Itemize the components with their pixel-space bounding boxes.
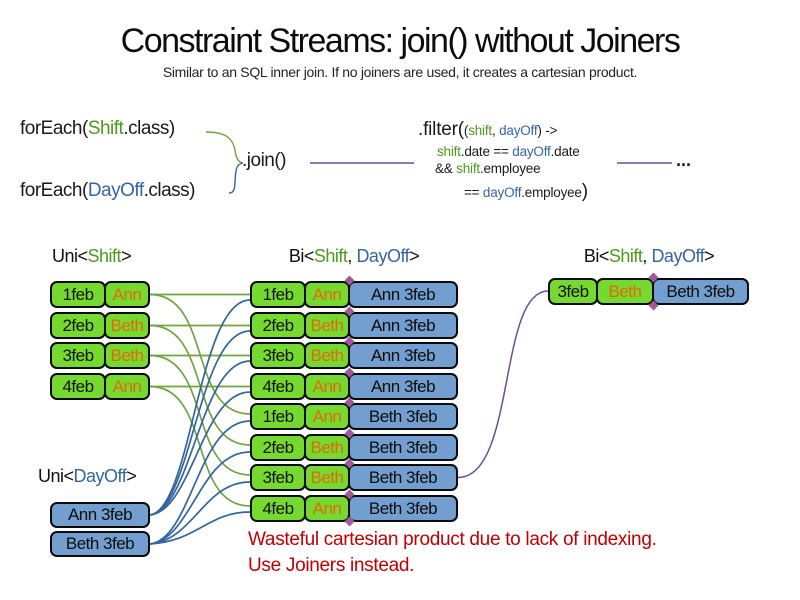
shift-employee: Ann (104, 281, 150, 308)
pair-employee: Beth (304, 464, 350, 491)
pair-dayoff: Beth 3feb (348, 403, 458, 430)
dayoff-row: Beth 3feb (50, 531, 150, 557)
warning-line-2: Use Joiners instead. (248, 555, 415, 576)
pair-date: 4feb (250, 373, 306, 400)
pair-date: 4feb (250, 495, 306, 522)
result-dayoff: Beth 3feb (652, 278, 749, 305)
warning-line-1: Wasteful cartesian product due to lack o… (248, 529, 657, 550)
shift-date: 2feb (50, 312, 106, 339)
result-date: 3feb (548, 278, 598, 305)
shift-date: 1feb (50, 281, 106, 308)
pair-date: 3feb (250, 342, 306, 369)
pair-employee: Beth (304, 312, 350, 339)
shift-employee: Beth (104, 312, 150, 339)
pair-employee: Ann (304, 495, 350, 522)
pair-dayoff: Beth 3feb (348, 464, 458, 491)
code-join: .join() (242, 150, 287, 171)
page-subtitle: Similar to an SQL inner join. If no join… (162, 64, 638, 80)
pair-date: 2feb (250, 434, 306, 461)
result-employee: Beth (596, 278, 654, 305)
pair-employee: Beth (304, 342, 350, 369)
shift-employee: Beth (104, 342, 150, 369)
label-uni-dayoff: Uni<DayOff> (38, 466, 137, 486)
shift-employee: Ann (104, 373, 150, 400)
code-filter: .filter((shift, dayOff) -> shift.date ==… (418, 119, 588, 202)
label-bi-middle: Bi<Shift, DayOff> (288, 246, 420, 266)
pair-date: 3feb (250, 464, 306, 491)
shift-date: 3feb (50, 342, 106, 369)
pair-dayoff: Ann 3feb (348, 312, 458, 339)
label-bi-right: Bi<Shift, DayOff> (583, 246, 715, 266)
pair-dayoff: Beth 3feb (348, 434, 458, 461)
brace-shift-line (205, 131, 244, 164)
pair-dayoff: Ann 3feb (348, 281, 458, 308)
warning-note: Wasteful cartesian product due to lack o… (248, 527, 657, 579)
label-uni-shift: Uni<Shift> (52, 246, 132, 266)
brace-dayoff-line (228, 162, 244, 194)
code-foreach-shift: forEach(Shift.class) (20, 118, 175, 139)
pair-date: 1feb (250, 281, 306, 308)
dayoff-row: Ann 3feb (50, 502, 150, 528)
shift-date: 4feb (50, 373, 106, 400)
code-foreach-dayoff: forEach(DayOff.class) (20, 180, 196, 201)
pair-dayoff: Ann 3feb (348, 373, 458, 400)
code-ellipsis: ... (676, 150, 692, 170)
match-line (457, 290, 549, 479)
pair-date: 2feb (250, 312, 306, 339)
pair-employee: Ann (304, 281, 350, 308)
pair-employee: Ann (304, 403, 350, 430)
pair-dayoff: Beth 3feb (348, 495, 458, 522)
pair-employee: Beth (304, 434, 350, 461)
pair-date: 1feb (250, 403, 306, 430)
pair-dayoff: Ann 3feb (348, 342, 458, 369)
pair-employee: Ann (304, 373, 350, 400)
page-title: Constraint Streams: join() without Joine… (120, 22, 681, 60)
